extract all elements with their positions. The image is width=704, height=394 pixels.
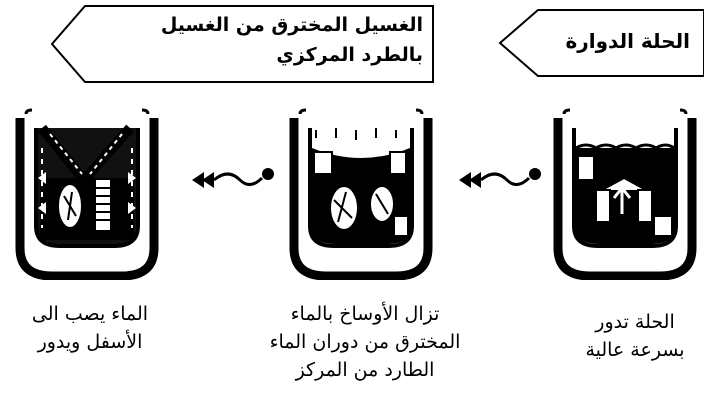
stage-1-line2: الأسفل ويدور (37, 331, 143, 353)
banner-arrow-shape (498, 9, 704, 77)
banner-centrifugal-wash-text: الغسيل المخترق من الغسيل بالطرد المركزي (161, 10, 423, 70)
banner-centrifugal-wash-line1: الغسيل المخترق من الغسيل (160, 14, 423, 36)
clothes-icon (389, 151, 407, 175)
drum-vessel-icon (553, 108, 697, 280)
drum-vessel-icon (15, 108, 159, 280)
stage-2-line2: المخترق من دوران الماء (269, 331, 461, 353)
banner-rotating-drum: الحلة الدوارة (498, 8, 704, 78)
stage-3-line2: بسرعة عالية (585, 339, 685, 361)
stage-2-line1: تزال الأوساخ بالماء (290, 303, 440, 325)
clothes-icon (577, 155, 595, 181)
stage-3-line1: الحلة تدور (595, 311, 675, 333)
stage-1-line1: الماء يصب الى (31, 303, 149, 325)
stage-3-caption: الحلة تدور بسرعة عالية (566, 308, 704, 364)
banner-centrifugal-wash-line2: بالطرد المركزي (276, 44, 423, 66)
water-arrow-icon (38, 172, 136, 214)
stage-1-caption: الماء يصب الى الأسفل ويدور (14, 300, 166, 356)
process-arrow-icon (459, 168, 541, 188)
clothes-icon (313, 151, 333, 175)
banner-rotating-drum-text: الحلة الدوارة (565, 29, 690, 53)
banner-arrow-shape (50, 5, 434, 83)
process-arrow-icon (192, 168, 274, 188)
banner-centrifugal-wash: الغسيل المخترق من الغسيل بالطرد المركزي (50, 4, 435, 84)
stage-2-caption: تزال الأوساخ بالماء المخترق من دوران الم… (256, 300, 474, 384)
stage-2-line3: الطارد من المركز (295, 359, 435, 381)
drum-vessel-icon (289, 108, 433, 280)
